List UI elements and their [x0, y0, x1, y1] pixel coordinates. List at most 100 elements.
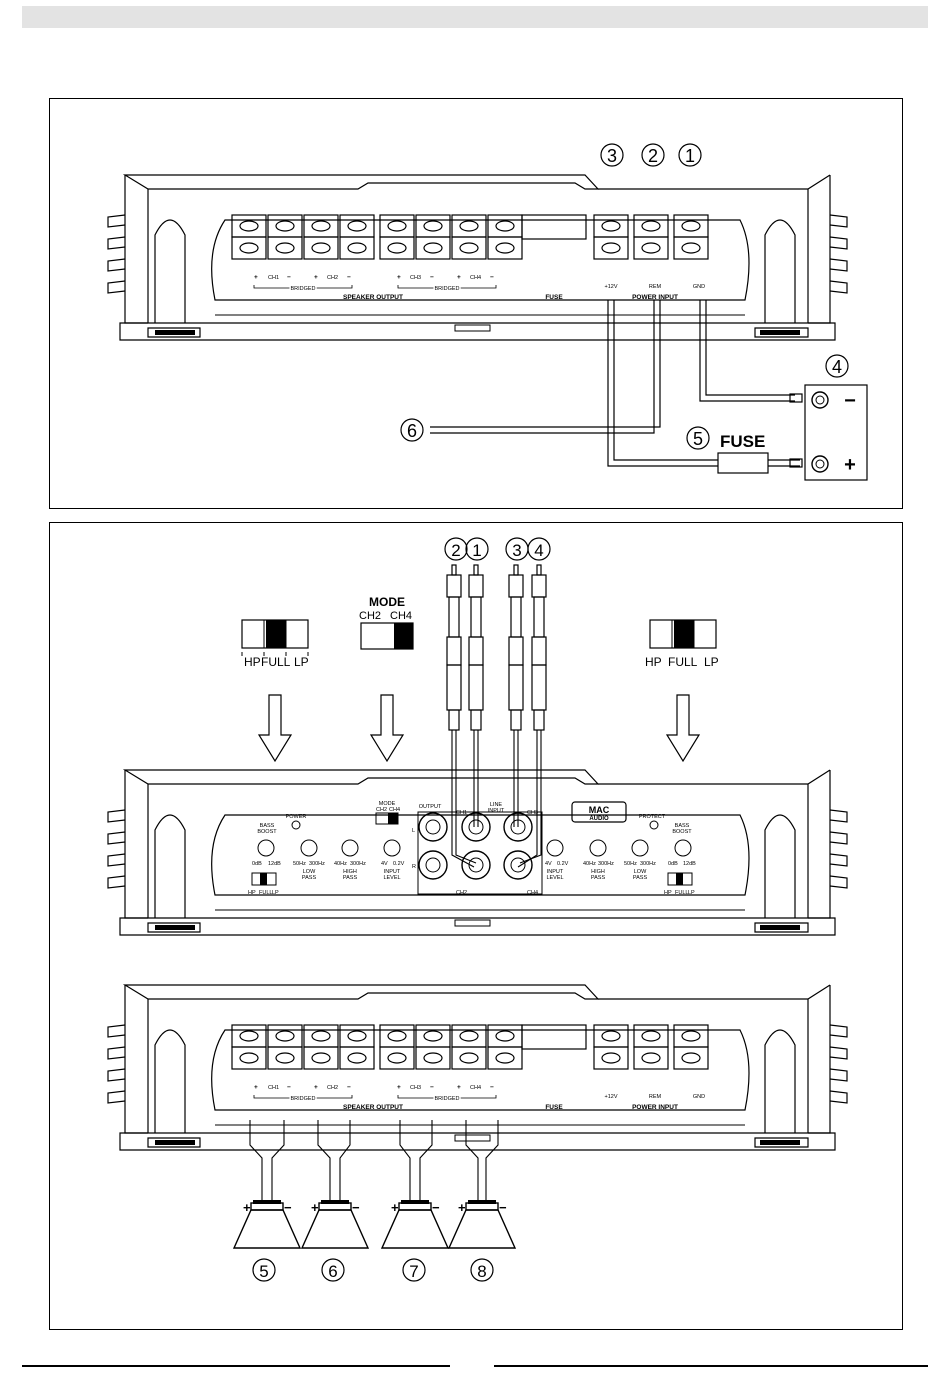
svg-text:LP: LP — [704, 655, 719, 669]
speaker-wires — [249, 1120, 499, 1200]
svg-text:4V: 4V — [381, 861, 388, 867]
svg-text:BRIDGED: BRIDGED — [434, 1096, 459, 1102]
svg-text:12dB: 12dB — [683, 861, 696, 867]
svg-text:BASS: BASS — [260, 823, 275, 829]
svg-text:+: + — [391, 1200, 399, 1215]
svg-text:BRIDGED: BRIDGED — [434, 286, 459, 292]
svg-text:REM: REM — [649, 284, 662, 290]
svg-text:CH4: CH4 — [390, 610, 412, 622]
svg-text:INPUT: INPUT — [547, 869, 564, 875]
svg-text:BRIDGED: BRIDGED — [290, 1096, 315, 1102]
svg-text:−: − — [490, 1084, 494, 1091]
svg-text:PASS: PASS — [302, 875, 317, 881]
power-wiring-panel — [49, 98, 903, 509]
amp-front: POWER BASS BOOST PROTECT BASS BOOST 0dB … — [107, 769, 848, 936]
svg-text:CH2: CH2 — [327, 275, 338, 281]
svg-text:50Hz: 50Hz — [293, 861, 306, 867]
svg-text:FULL: FULL — [675, 890, 688, 896]
svg-text:CH2: CH2 — [456, 890, 467, 896]
svg-text:2: 2 — [451, 541, 460, 560]
speakers: + − + − + − + − 5 6 7 8 — [233, 1199, 516, 1282]
svg-text:CH3: CH3 — [527, 810, 538, 816]
svg-text:+12V: +12V — [605, 284, 618, 290]
svg-text:CH3: CH3 — [410, 275, 421, 281]
svg-text:12dB: 12dB — [268, 861, 281, 867]
svg-text:300Hz: 300Hz — [640, 861, 656, 867]
svg-text:BRIDGED: BRIDGED — [290, 1096, 315, 1102]
svg-text:−: − — [432, 1200, 440, 1215]
svg-text:8: 8 — [477, 1262, 486, 1281]
battery-plus: + — [844, 454, 856, 476]
svg-text:BRIDGED: BRIDGED — [434, 1096, 459, 1102]
brand-logo: MAC — [589, 805, 610, 815]
svg-text:HIGH: HIGH — [591, 869, 605, 875]
svg-text:LP: LP — [688, 890, 695, 896]
footer-rule-left — [22, 1365, 450, 1367]
svg-text:40Hz: 40Hz — [583, 861, 596, 867]
svg-text:−: − — [347, 1084, 351, 1091]
svg-text:CH2: CH2 — [376, 807, 387, 813]
svg-text:0dB: 0dB — [252, 861, 262, 867]
svg-text:LP: LP — [294, 655, 309, 669]
svg-text:+: + — [457, 1084, 461, 1091]
svg-text:300Hz: 300Hz — [598, 861, 614, 867]
svg-text:L: L — [412, 828, 415, 834]
svg-text:CH4: CH4 — [470, 275, 481, 281]
svg-text:CH2: CH2 — [359, 610, 381, 622]
svg-text:REM: REM — [649, 1094, 662, 1100]
svg-text:INPUT: INPUT — [384, 869, 401, 875]
svg-text:7: 7 — [409, 1262, 418, 1281]
svg-text:SPEAKER OUTPUT: SPEAKER OUTPUT — [343, 294, 403, 301]
svg-text:BOOST: BOOST — [257, 829, 277, 835]
svg-text:R: R — [412, 864, 416, 870]
svg-text:BRIDGED: BRIDGED — [290, 286, 315, 292]
battery-minus: − — [844, 390, 856, 412]
svg-text:4V: 4V — [545, 861, 552, 867]
callout-1: 1 — [685, 146, 695, 166]
svg-text:CH4: CH4 — [470, 1085, 481, 1091]
svg-text:MODE: MODE — [379, 801, 396, 807]
svg-text:LP: LP — [272, 890, 279, 896]
svg-text:CH4: CH4 — [389, 807, 400, 813]
svg-text:GND: GND — [693, 1094, 705, 1100]
svg-text:BASS: BASS — [675, 823, 690, 829]
svg-text:6: 6 — [328, 1262, 337, 1281]
svg-text:LEVEL: LEVEL — [383, 875, 400, 881]
svg-text:SPEAKER OUTPUT: SPEAKER OUTPUT — [343, 1104, 403, 1111]
svg-text:PASS: PASS — [633, 875, 648, 881]
svg-text:+12V: +12V — [605, 1094, 618, 1100]
svg-text:−: − — [287, 1084, 291, 1091]
svg-text:300Hz: 300Hz — [350, 861, 366, 867]
svg-text:4: 4 — [534, 541, 543, 560]
svg-text:5: 5 — [259, 1262, 268, 1281]
svg-text:−: − — [430, 1084, 434, 1091]
callout-2: 2 — [648, 146, 658, 166]
power-callouts: 3 2 1 — [600, 143, 702, 167]
svg-text:CH4: CH4 — [527, 890, 538, 896]
svg-text:LEVEL: LEVEL — [546, 875, 563, 881]
rca-cables — [451, 730, 542, 868]
callout-5: 5 — [693, 429, 703, 449]
svg-text:+: + — [397, 274, 401, 281]
svg-text:3: 3 — [512, 541, 521, 560]
rca-callouts: 2 1 3 4 — [444, 537, 551, 561]
callout-6: 6 — [407, 421, 417, 441]
svg-text:GND: GND — [693, 284, 705, 290]
svg-text:−: − — [430, 274, 434, 281]
svg-text:0.2V: 0.2V — [557, 861, 569, 867]
svg-text:0dB: 0dB — [668, 861, 678, 867]
svg-text:−: − — [287, 274, 291, 281]
callout-3: 3 — [607, 146, 617, 166]
svg-text:LOW: LOW — [303, 869, 316, 875]
svg-text:−: − — [284, 1200, 292, 1215]
svg-text:−: − — [490, 274, 494, 281]
svg-text:PASS: PASS — [343, 875, 358, 881]
svg-text:HP: HP — [645, 655, 662, 669]
svg-text:−: − — [347, 274, 351, 281]
svg-text:PASS: PASS — [591, 875, 606, 881]
svg-text:LINE: LINE — [490, 802, 503, 808]
svg-text:300Hz: 300Hz — [309, 861, 325, 867]
svg-text:BOOST: BOOST — [672, 829, 692, 835]
header-bar — [22, 6, 928, 28]
mode-switch: MODE CH2 CH4 — [359, 595, 414, 650]
